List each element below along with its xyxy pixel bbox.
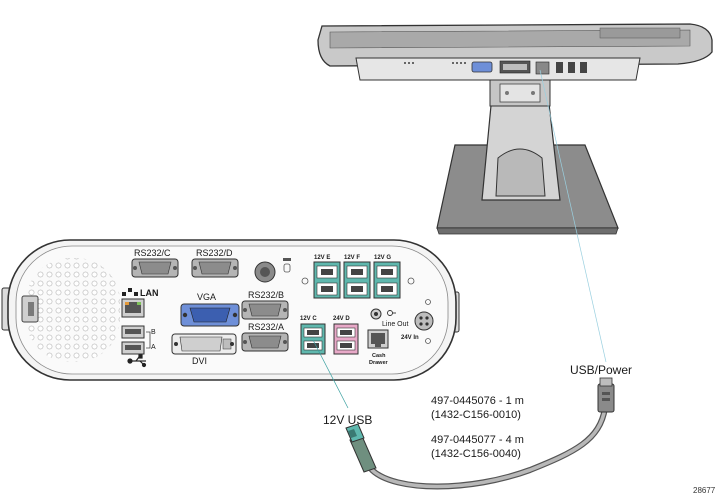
cable-part-1-number: 497-0445076 - 1 m [431, 395, 524, 407]
label-cash-drawer-2: Drawer [369, 360, 389, 366]
headphone-icon [387, 310, 396, 316]
rs232b-port [241, 300, 289, 320]
line-out-port [370, 308, 382, 320]
connector-12v-usb [345, 423, 377, 473]
label-vga: VGA [197, 292, 216, 302]
label-port-e: 12V E [314, 255, 330, 261]
monitor-vga-port [471, 61, 493, 73]
cable-part-2-number: 497-0445077 - 4 m [431, 434, 524, 446]
cable-part-1-code: (1432-C156-0010) [431, 409, 521, 421]
powered-usb-port-e [313, 261, 341, 299]
label-port-c: 12V C [300, 316, 317, 322]
label-port-d: 24V D [333, 316, 350, 322]
power-24v-in-port [414, 311, 434, 331]
lan-port [121, 298, 145, 318]
pos-monitor [317, 23, 713, 235]
figure-number: 28677 [693, 486, 716, 495]
cable-part-2-code: (1432-C156-0040) [431, 448, 521, 460]
label-port-g: 12V G [374, 255, 391, 261]
label-dvi: DVI [192, 356, 207, 366]
powered-usb-port-d [333, 323, 359, 355]
vga-port [180, 303, 240, 327]
label-rs232d: RS232/D [196, 248, 233, 258]
label-usb-a: A [151, 344, 156, 351]
powered-usb-port-f [343, 261, 371, 299]
label-usb-b: B [151, 329, 156, 336]
usb-port-b [121, 325, 145, 339]
label-rs232b: RS232/B [248, 290, 284, 300]
usb-symbol-icon [127, 354, 147, 368]
label-cash-drawer-1: Cash [372, 353, 386, 359]
rs232d-port [191, 258, 239, 278]
callout-12v-usb: 12V USB [323, 413, 373, 427]
label-24v-in: 24V In [401, 335, 419, 341]
rs232c-port [131, 258, 179, 278]
vent-holes [26, 258, 120, 362]
label-line-out: Line Out [382, 321, 409, 328]
dvi-port [171, 333, 237, 355]
powered-usb-port-g [373, 261, 401, 299]
network-icon [122, 288, 138, 296]
label-rs232c: RS232/C [134, 248, 171, 258]
rs232a-port [241, 332, 289, 352]
callout-usb-power: USB/Power [570, 363, 633, 377]
connector-usb-power [597, 377, 615, 413]
usb-cable [312, 69, 615, 490]
label-rs232a: RS232/A [248, 322, 284, 332]
terminal-rear-panel: RS232/C RS232/D LAN VGA DVI B A RS232/B … [1, 239, 460, 381]
usb-port-a [121, 341, 145, 355]
label-port-f: 12V F [344, 255, 360, 261]
label-lan: LAN [140, 288, 159, 298]
monitor-usb-power-port [535, 61, 550, 75]
cash-drawer-port [367, 329, 389, 349]
powered-usb-port-c [300, 323, 326, 355]
